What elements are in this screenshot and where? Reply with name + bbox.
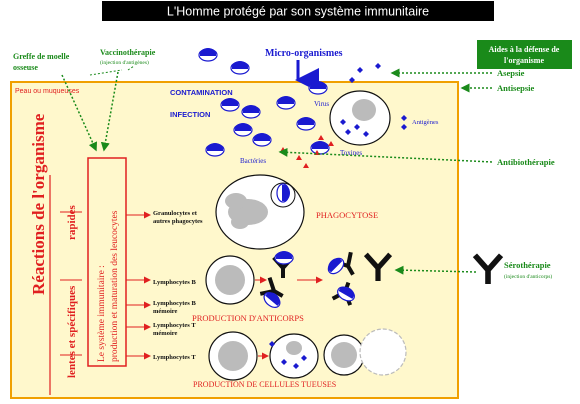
phagocyte-nucleus-lobe bbox=[231, 215, 249, 229]
phagocyte-nucleus-lobe bbox=[225, 193, 247, 209]
vaccine-arrow bbox=[100, 71, 119, 152]
lymphocytes-t-label: Lymphocytes T bbox=[153, 354, 196, 361]
lymphocytes-b-mem-line2: mémoire bbox=[153, 308, 178, 315]
antigen-icon bbox=[375, 63, 381, 69]
lymphocyte-b-nucleus bbox=[215, 265, 245, 295]
serotherapy-arrow bbox=[394, 265, 477, 275]
virus-label: Virus bbox=[314, 100, 329, 108]
target-infected-cell bbox=[269, 333, 319, 379]
aids-box-line2: l'organisme bbox=[504, 56, 544, 65]
lymphocytes-t-mem-line1: Lymphocytes T bbox=[153, 322, 196, 329]
antibiotherapy-label: Antibiothérapie bbox=[497, 157, 555, 167]
infection-label: INFECTION bbox=[170, 110, 210, 119]
graft-label-line1: Greffe de moelle bbox=[13, 52, 70, 61]
antibiotherapy-arrow bbox=[278, 147, 493, 163]
fast-label: rapides bbox=[66, 204, 78, 240]
lymphocyte-t-nucleus bbox=[218, 341, 248, 371]
antibody-icon bbox=[477, 257, 499, 281]
lymphocytes-b-mem-line1: Lymphocytes B bbox=[153, 300, 196, 307]
graft-label-line2: osseuse bbox=[13, 63, 38, 72]
aids-box-line1: Aides à la défense de bbox=[489, 45, 560, 54]
immune-system-box bbox=[87, 157, 127, 367]
lymphocytes-t-mem-line2: mémoire bbox=[153, 330, 178, 337]
antisepsie-label: Antisepsie bbox=[497, 83, 535, 93]
antigen-icon bbox=[357, 67, 363, 73]
phagocytosis-label: PHAGOCYTOSE bbox=[316, 210, 378, 220]
target-nucleus bbox=[286, 341, 302, 355]
antigens-label: Antigènes bbox=[412, 119, 439, 126]
granulocytes-label-line2: autres phagocytes bbox=[153, 218, 203, 225]
antibody-production-label: PRODUCTION D'ANTICORPS bbox=[192, 313, 304, 323]
reactions-title: Réactions de l'organisme bbox=[29, 113, 48, 295]
cell-nucleus bbox=[352, 99, 376, 121]
bacteria-icon bbox=[198, 47, 218, 62]
contamination-label: CONTAMINATION bbox=[170, 88, 233, 97]
graft-arrow bbox=[61, 74, 98, 152]
granulocytes-label-line1: Granulocytes et bbox=[153, 210, 198, 217]
microorganisms-label: Micro-organismes bbox=[265, 48, 343, 59]
skin-label: Peau ou muqueuses bbox=[15, 88, 80, 95]
destroyed-cell bbox=[359, 328, 407, 376]
vaccine-link bbox=[89, 65, 135, 76]
asepsie-label: Asepsie bbox=[497, 68, 525, 78]
killer-cells-production-label: PRODUCTION DE CELLULES TUEUSES bbox=[193, 380, 336, 389]
serotherapy-label: Sérothérapie bbox=[504, 260, 551, 270]
lymphocytes-b-label: Lymphocytes B bbox=[153, 279, 196, 286]
immune-system-line1: Le système immunitaire : bbox=[97, 265, 107, 362]
bacteria-label: Bactéries bbox=[240, 157, 266, 165]
serotherapy-sub-label: (injection d'anticorps) bbox=[504, 273, 552, 280]
toxins-label: Toxines bbox=[340, 149, 362, 157]
vaccine-label: Vaccinothérapie bbox=[100, 48, 156, 57]
reaction-ticks bbox=[60, 211, 82, 356]
page-title: L'Homme protégé par son système immunita… bbox=[167, 5, 429, 19]
aids-box bbox=[477, 40, 572, 69]
vaccine-sub-label: (injection d'antigènes) bbox=[100, 59, 149, 66]
title-bar bbox=[102, 1, 494, 21]
killer-t-nucleus bbox=[331, 342, 357, 368]
immune-system-line2: production et maturation des leucocytes bbox=[110, 210, 120, 362]
slow-specific-label: lentes et spécifiques bbox=[66, 285, 78, 378]
bacteria-icon bbox=[230, 60, 250, 75]
